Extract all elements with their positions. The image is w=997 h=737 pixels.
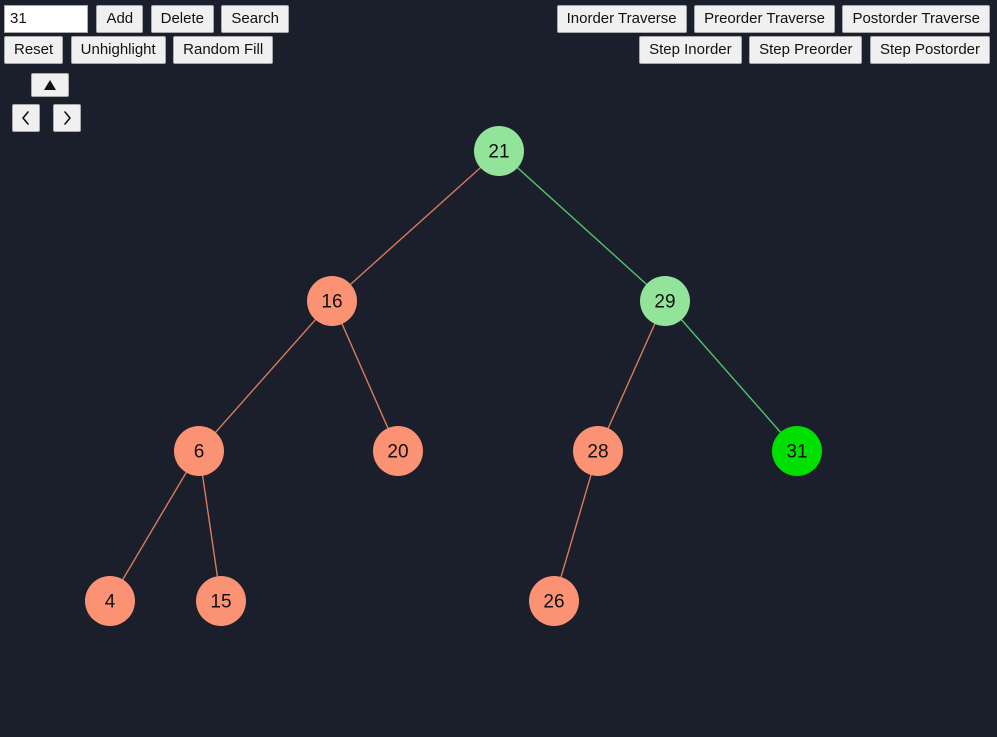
step-postorder-button[interactable]: Step Postorder: [869, 36, 990, 64]
tree-node-15[interactable]: 15: [196, 576, 246, 626]
tree-node-circle-29[interactable]: [640, 276, 690, 326]
tree-node-31[interactable]: 31: [772, 426, 822, 476]
nav-right-button[interactable]: [53, 104, 81, 132]
navigation-pad: [12, 73, 122, 143]
tree-node-28[interactable]: 28: [573, 426, 623, 476]
tree-edge-29-31: [679, 317, 783, 435]
nav-up-button[interactable]: [31, 73, 69, 97]
tree-edge-21-16: [348, 165, 483, 287]
tree-edge-16-20: [340, 321, 390, 431]
step-inorder-button[interactable]: Step Inorder: [639, 36, 742, 64]
tree-edge-16-6: [213, 317, 318, 435]
unhighlight-button[interactable]: Unhighlight: [70, 36, 166, 64]
inorder-traverse-button[interactable]: Inorder Traverse: [556, 5, 687, 33]
tree-edge-6-15: [201, 473, 219, 579]
tree-node-4[interactable]: 4: [85, 576, 135, 626]
delete-button[interactable]: Delete: [150, 5, 214, 33]
search-button[interactable]: Search: [221, 5, 289, 33]
preorder-traverse-button[interactable]: Preorder Traverse: [694, 5, 835, 33]
left-toolbar: Add Delete Search Reset Unhighlight Rand…: [4, 5, 504, 67]
tree-node-circle-21[interactable]: [474, 126, 524, 176]
postorder-traverse-button[interactable]: Postorder Traverse: [842, 5, 990, 33]
tree-edge-layer: [121, 165, 783, 582]
toolbar-row-primary: Add Delete Search: [4, 5, 504, 33]
tree-node-layer: 21 16 29 6 20 28 31 4 15 26: [85, 126, 822, 626]
tree-node-circle-31[interactable]: [772, 426, 822, 476]
chevron-left-icon: [22, 111, 29, 125]
tree-node-21[interactable]: 21: [474, 126, 524, 176]
add-button[interactable]: Add: [96, 5, 144, 33]
tree-node-6[interactable]: 6: [174, 426, 224, 476]
tree-node-circle-16[interactable]: [307, 276, 357, 326]
tree-node-circle-15[interactable]: [196, 576, 246, 626]
tree-node-26[interactable]: 26: [529, 576, 579, 626]
tree-edge-6-4: [121, 470, 188, 582]
step-preorder-button[interactable]: Step Preorder: [749, 36, 863, 64]
tree-edge-28-26: [559, 472, 593, 580]
chevron-right-icon: [64, 111, 71, 125]
tree-node-circle-6[interactable]: [174, 426, 224, 476]
random-fill-button[interactable]: Random Fill: [173, 36, 274, 64]
tree-edge-21-29: [515, 165, 649, 287]
tree-node-circle-20[interactable]: [373, 426, 423, 476]
traversal-row-step: Step Inorder Step Preorder Step Postorde…: [557, 36, 993, 64]
value-input[interactable]: [4, 5, 88, 33]
tree-node-29[interactable]: 29: [640, 276, 690, 326]
tree-node-circle-28[interactable]: [573, 426, 623, 476]
tree-node-circle-26[interactable]: [529, 576, 579, 626]
traversal-toolbar: Inorder Traverse Preorder Traverse Posto…: [556, 5, 993, 67]
reset-button[interactable]: Reset: [4, 36, 64, 64]
tree-node-16[interactable]: 16: [307, 276, 357, 326]
nav-left-button[interactable]: [12, 104, 40, 132]
tree-node-circle-4[interactable]: [85, 576, 135, 626]
tree-edge-29-28: [606, 321, 657, 431]
traversal-row-full: Inorder Traverse Preorder Traverse Posto…: [556, 5, 993, 33]
triangle-up-icon: [44, 80, 56, 90]
toolbar-row-secondary: Reset Unhighlight Random Fill: [4, 36, 504, 64]
tree-node-20[interactable]: 20: [373, 426, 423, 476]
